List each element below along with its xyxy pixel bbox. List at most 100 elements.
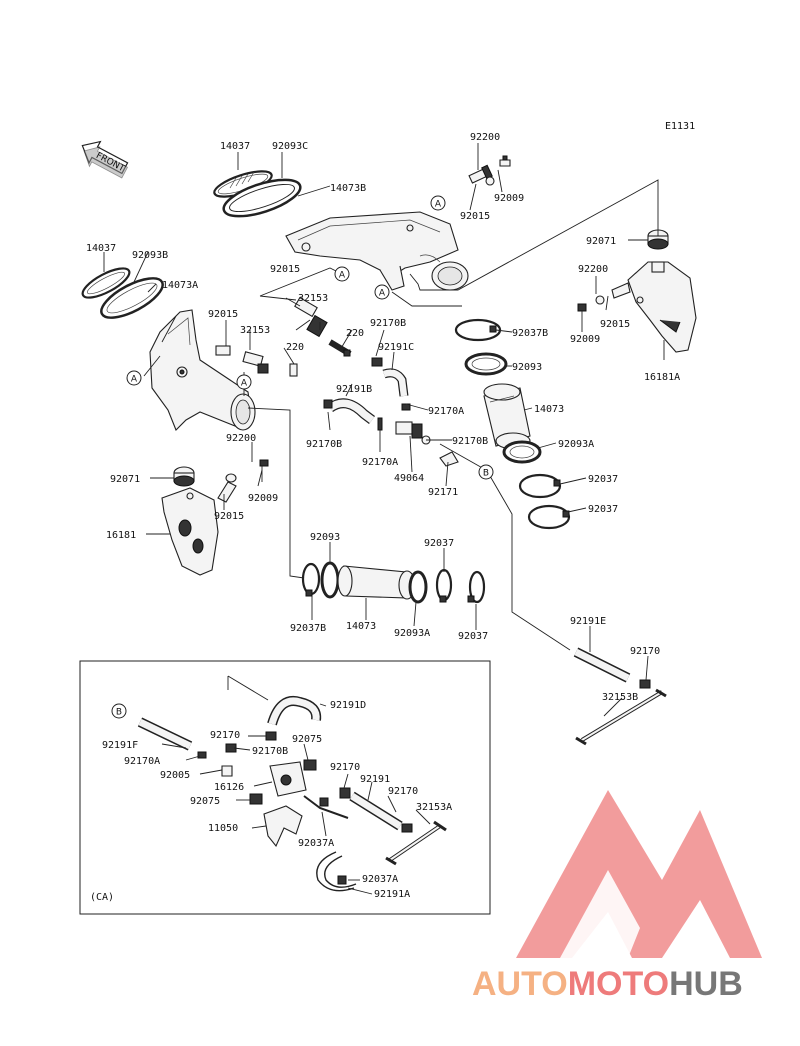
label-11050: 11050 (208, 823, 238, 834)
bracket-left-16181 (161, 487, 219, 576)
label-92200-top: 92200 (470, 132, 500, 143)
label-92071-right: 92071 (586, 236, 616, 247)
ca-label: (CA) (90, 892, 114, 903)
ref-mark-a3: A (374, 284, 390, 300)
label-92093-mid: 92093 (310, 532, 340, 543)
label-92093a-mid: 92093A (394, 628, 430, 639)
label-92009-left: 92009 (248, 493, 278, 504)
watermark-hub: HUB (669, 965, 743, 1003)
svg-text:A: A (379, 289, 386, 299)
hose-14073-mid (337, 565, 416, 600)
label-92191a: 92191A (374, 889, 410, 900)
label-92093b: 92093B (132, 250, 168, 261)
ref-mark-a2: A (334, 266, 350, 282)
label-92170-ca: 92170 (210, 730, 240, 741)
bolt-washer-top (468, 155, 511, 186)
label-92037-mid2: 92037 (458, 631, 488, 642)
ring-92093-mid (320, 561, 340, 599)
ring-92093-right (464, 352, 508, 376)
label-92191e: 92191E (570, 616, 606, 627)
label-92093a-right: 92093A (558, 439, 594, 450)
clamp-92037-right2 (527, 504, 571, 530)
svg-text:B: B (483, 469, 489, 479)
label-92191f: 92191F (102, 740, 138, 751)
automotohub-logo: AUTOMOTOHUB (472, 790, 762, 1003)
label-92171: 92171 (428, 487, 458, 498)
label-92037b-mid: 92037B (290, 623, 326, 634)
watermark-moto: MOTO (568, 965, 669, 1003)
ref-mark-a5: A (236, 374, 252, 390)
label-92191b: 92191B (336, 384, 372, 395)
bolt-right (577, 282, 631, 312)
label-92191-ca: 92191 (360, 774, 390, 785)
label-49064: 49064 (394, 473, 424, 484)
label-92170-ca2: 92170 (330, 762, 360, 773)
label-220-b: 220 (286, 342, 304, 353)
valve-49064 (395, 421, 431, 445)
label-92170b-a: 92170B (370, 318, 406, 329)
label-92071-left: 92071 (110, 474, 140, 485)
ref-mark-b2: B (111, 703, 127, 719)
label-92170b-ca: 92170B (252, 746, 288, 757)
svg-text:B: B (116, 708, 122, 718)
svg-text:A: A (339, 271, 346, 281)
label-16181a: 16181A (644, 372, 680, 383)
clamp-92037-right1 (518, 473, 562, 499)
label-92037-mid: 92037 (424, 538, 454, 549)
bracket-right-16181a (627, 261, 697, 353)
svg-text:A: A (131, 375, 138, 385)
clamp-92037b-mid (301, 562, 321, 597)
belt-group-left (81, 267, 164, 319)
label-92037-r1: 92037 (588, 474, 618, 485)
label-92200-right: 92200 (578, 264, 608, 275)
leader-lines (103, 143, 665, 717)
label-92009-right: 92009 (570, 334, 600, 345)
label-16181: 16181 (106, 530, 136, 541)
label-32153-b: 32153 (240, 325, 270, 336)
label-16126: 16126 (214, 782, 244, 793)
grommet-left (173, 466, 195, 487)
label-14073-right: 14073 (534, 404, 564, 415)
upper-air-duct (285, 211, 469, 291)
label-92075-a: 92075 (292, 734, 322, 745)
label-92015-right: 92015 (600, 319, 630, 330)
bolt-left (217, 459, 269, 503)
belt-group-top (213, 170, 302, 218)
label-32153b: 32153B (602, 692, 638, 703)
label-92075-b: 92075 (190, 796, 220, 807)
svg-text:A: A (435, 200, 442, 210)
front-arrow-icon: FRONT (81, 140, 129, 179)
label-14073-mid: 14073 (346, 621, 376, 632)
label-92037-r2: 92037 (588, 504, 618, 515)
watermark-auto: AUTO (472, 965, 568, 1003)
label-92191c: 92191C (378, 342, 414, 353)
label-92093c: 92093C (272, 141, 308, 152)
label-92170a-b: 92170A (362, 457, 398, 468)
label-32153-a: 32153 (298, 293, 328, 304)
label-92170d: 92170 (388, 786, 418, 797)
clamp-92037b-right (454, 318, 502, 342)
label-14073a: 14073A (162, 280, 198, 291)
ref-mark-a1: A (430, 195, 446, 211)
label-14073b: 14073B (330, 183, 366, 194)
label-220-a: 220 (346, 328, 364, 339)
label-92170b-b: 92170B (306, 439, 342, 450)
clamp-92037-mid2 (467, 570, 486, 604)
clip-92171 (439, 451, 459, 467)
label-92037a-b: 92037A (362, 874, 398, 885)
label-92037a-a: 92037A (298, 838, 334, 849)
clamp-92170-e (639, 679, 651, 689)
label-92191d: 92191D (330, 700, 366, 711)
label-92005: 92005 (160, 770, 190, 781)
ca-inset-parts (137, 696, 447, 892)
label-92170-e: 92170 (630, 646, 660, 657)
hose-14073-right (483, 383, 531, 450)
label-92170a-a: 92170A (428, 406, 464, 417)
label-92200-left: 92200 (226, 433, 256, 444)
ref-mark-a4: A (126, 370, 142, 386)
part-labels: 14037 92093C 14073B 92200 92009 92015 14… (86, 132, 680, 703)
fitting-32153-upper (285, 296, 328, 338)
label-92015-a: 92015 (270, 264, 300, 275)
label-92009-top: 92009 (494, 193, 524, 204)
